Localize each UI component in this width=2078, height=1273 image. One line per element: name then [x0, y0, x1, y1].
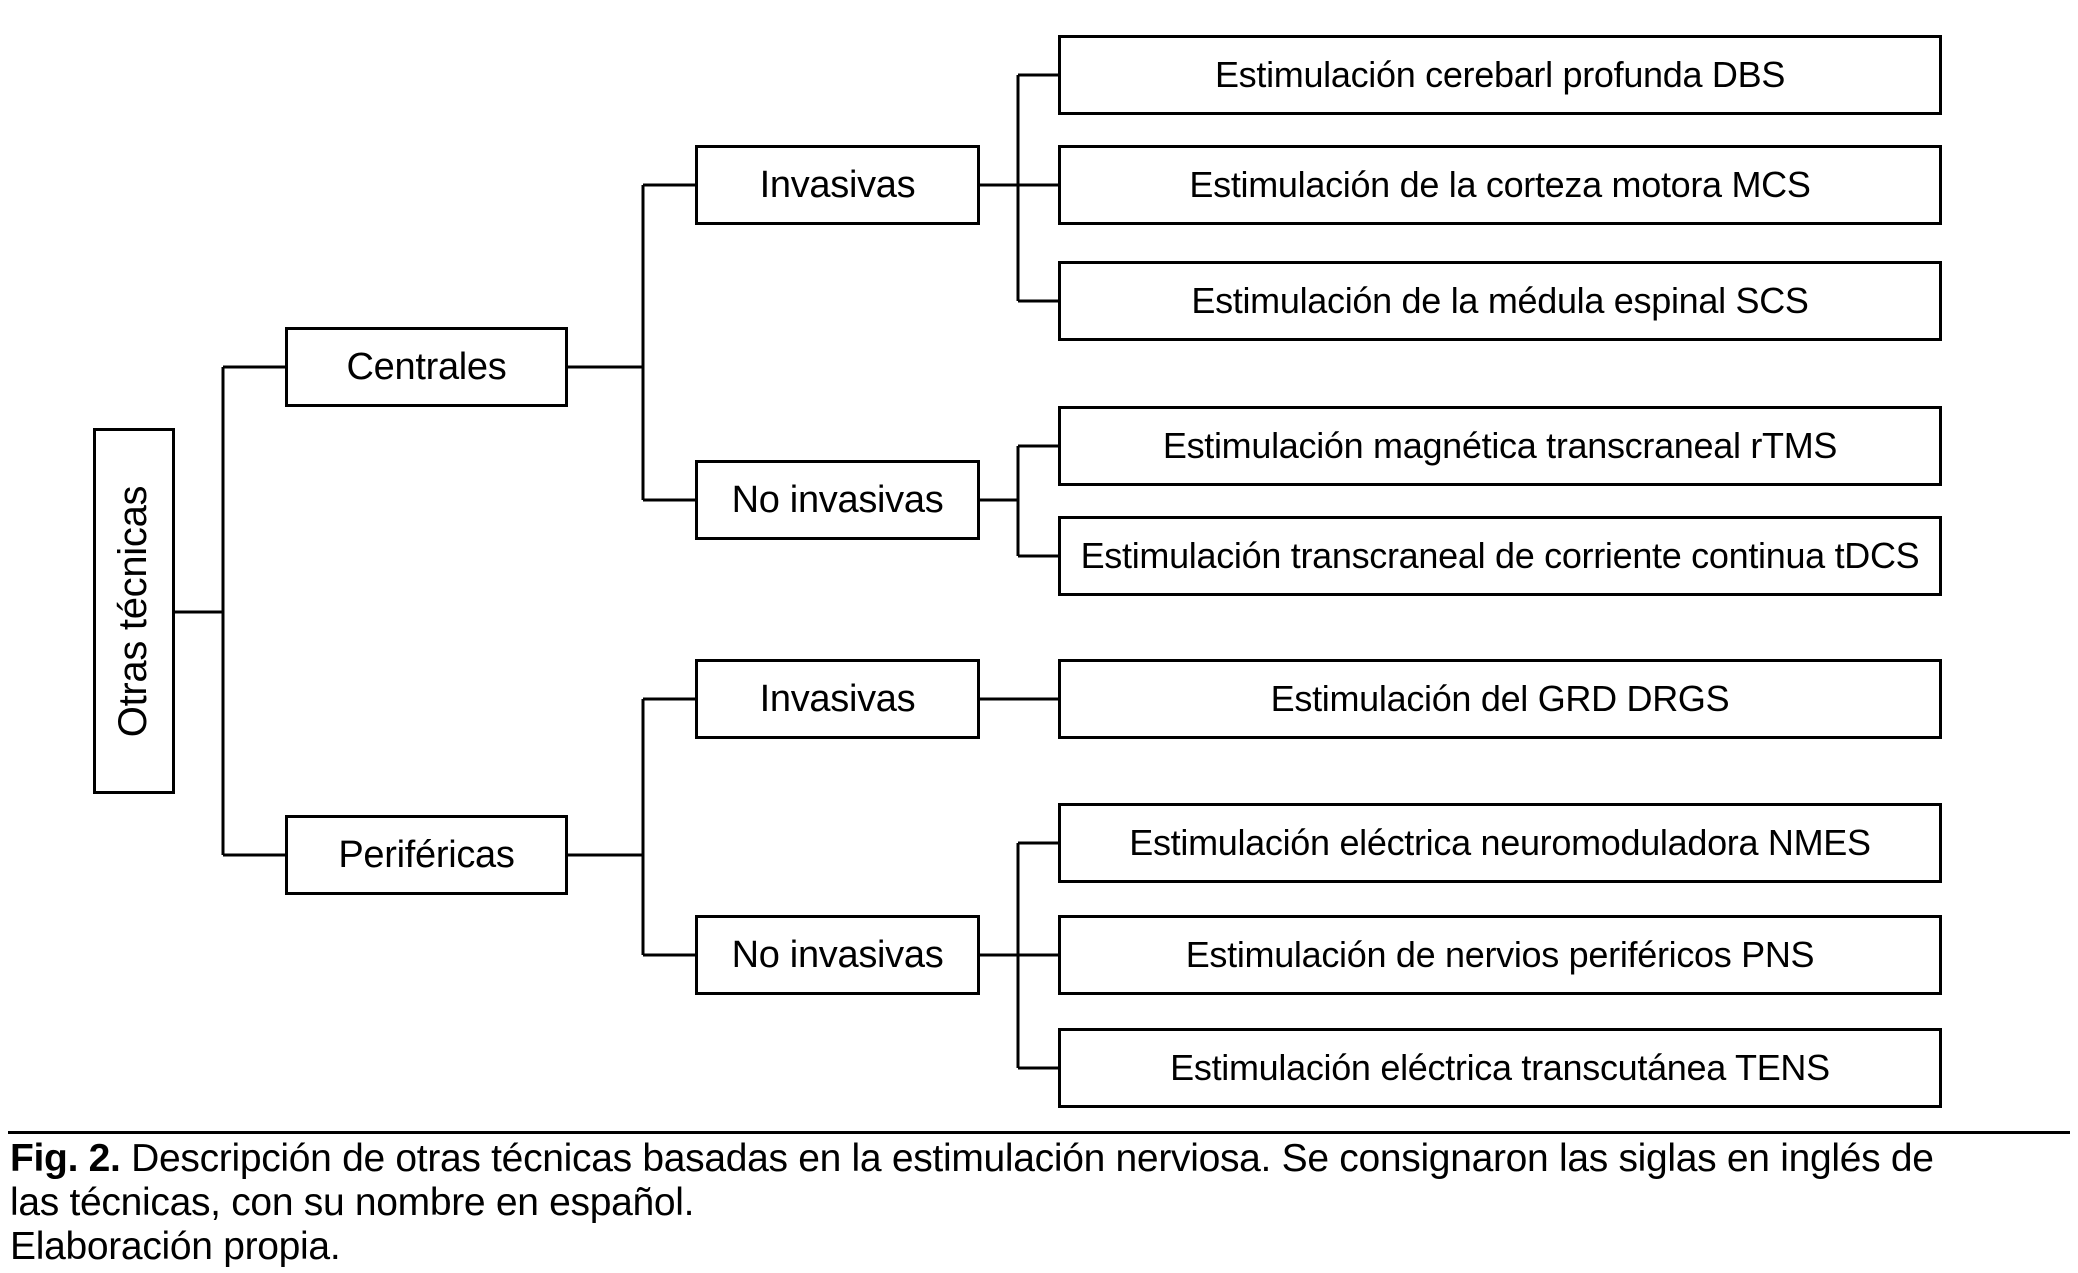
node-otras-tecnicas-label: Otras técnicas	[111, 485, 156, 737]
leaf-dbs-label: Estimulación cerebarl profunda DBS	[1214, 54, 1786, 95]
leaf-rtms: Estimulación magnética transcraneal rTMS	[1058, 406, 1942, 486]
node-centrales-label: Centrales	[346, 345, 507, 388]
node-centrales-invasivas: Invasivas	[695, 145, 980, 225]
leaf-mcs: Estimulación de la corteza motora MCS	[1058, 145, 1942, 225]
leaf-scs: Estimulación de la médula espinal SCS	[1058, 261, 1942, 341]
caption-divider	[8, 1131, 2070, 1134]
node-centrales: Centrales	[285, 327, 568, 407]
leaf-drgs-label: Estimulación del GRD DRGS	[1270, 678, 1730, 719]
node-perifericas-no-invasivas: No invasivas	[695, 915, 980, 995]
figure-caption: Fig. 2. Descripción de otras técnicas ba…	[10, 1137, 2070, 1269]
leaf-tdcs: Estimulación transcraneal de corriente c…	[1058, 516, 1942, 596]
node-centrales-no-invasivas: No invasivas	[695, 460, 980, 540]
caption-line-2: las técnicas, con su nombre en español.	[10, 1181, 695, 1224]
leaf-tens: Estimulación eléctrica transcutánea TENS	[1058, 1028, 1942, 1108]
connector-path	[175, 73, 1058, 1070]
leaf-pns: Estimulación de nervios periféricos PNS	[1058, 915, 1942, 995]
leaf-tens-label: Estimulación eléctrica transcutánea TENS	[1170, 1047, 1830, 1088]
leaf-scs-label: Estimulación de la médula espinal SCS	[1191, 280, 1809, 321]
node-perifericas-invasivas: Invasivas	[695, 659, 980, 739]
leaf-mcs-label: Estimulación de la corteza motora MCS	[1189, 164, 1811, 205]
leaf-rtms-label: Estimulación magnética transcraneal rTMS	[1162, 425, 1838, 466]
leaf-dbs: Estimulación cerebarl profunda DBS	[1058, 35, 1942, 115]
node-centrales-invasivas-label: Invasivas	[759, 163, 916, 206]
leaf-pns-label: Estimulación de nervios periféricos PNS	[1185, 934, 1815, 975]
leaf-nmes: Estimulación eléctrica neuromoduladora N…	[1058, 803, 1942, 883]
caption-line-3: Elaboración propia.	[10, 1225, 341, 1268]
node-otras-tecnicas: Otras técnicas	[93, 428, 175, 794]
caption-line-1-text: Descripción de otras técnicas basadas en…	[120, 1137, 1934, 1180]
caption-fig-label: Fig. 2.	[10, 1137, 121, 1180]
leaf-drgs: Estimulación del GRD DRGS	[1058, 659, 1942, 739]
leaf-nmes-label: Estimulación eléctrica neuromoduladora N…	[1129, 822, 1871, 863]
node-perifericas-no-invasivas-label: No invasivas	[731, 933, 944, 976]
node-perifericas: Periféricas	[285, 815, 568, 895]
caption-line-1: Fig. 2. Descripción de otras técnicas ba…	[10, 1137, 2070, 1181]
node-perifericas-label: Periféricas	[338, 833, 515, 876]
node-centrales-no-invasivas-label: No invasivas	[731, 478, 944, 521]
node-perifericas-invasivas-label: Invasivas	[759, 677, 916, 720]
leaf-tdcs-label: Estimulación transcraneal de corriente c…	[1080, 535, 1920, 576]
